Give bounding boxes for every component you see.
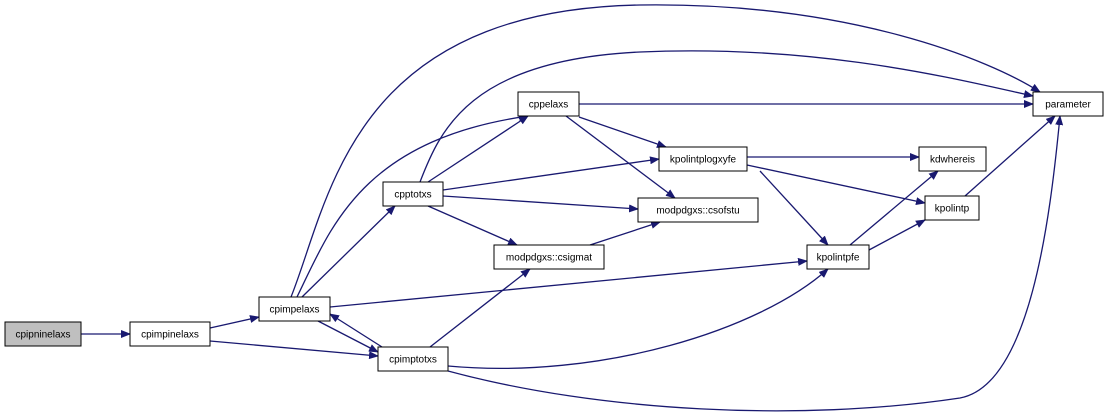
edges-layer (81, 4, 1064, 412)
edge-cpptotxs-to-modpdgxs-csigmat (427, 205, 518, 246)
node-label: cpimpelaxs (269, 305, 319, 316)
edge-kpolintp-to-parameter (964, 115, 1056, 197)
node-label: cpptotxs (394, 190, 431, 201)
edge-cpptotxs-to-parameter (419, 50, 1034, 183)
node-label: kpolintplogxyfe (670, 155, 737, 166)
node-label: cppelaxs (529, 100, 568, 111)
edge-kpolintpfe-to-kdwhereis (849, 170, 939, 246)
edge-modpdgxs-csigmat-to-modpdgxs-csofstu (589, 221, 661, 246)
edge-cpimpinelaxs-to-cpimptotxs (209, 340, 379, 360)
node-box (377, 346, 449, 372)
node-cpimpinelaxs[interactable]: cpimpinelaxs (129, 321, 211, 347)
node-box (258, 296, 331, 322)
edge-cpimptotxs-to-cpimpelaxs (329, 313, 383, 348)
edge-cpimpelaxs-to-cpimptotxs (317, 320, 379, 353)
node-box (658, 146, 748, 172)
edge-cpimptotxs-to-kpolintpfe (447, 268, 829, 369)
edge-cpimpelaxs-to-cppelaxs (296, 113, 529, 298)
edge-cpimpinelaxs-to-cpimpelaxs (209, 315, 260, 329)
nodes-layer: cpipninelaxs cpimpinelaxs cpimpelaxs cpimpt… (4, 91, 1104, 372)
edge-cpimpelaxs-to-cpptotxs (301, 205, 396, 298)
edge-kpolintpfe-to-kpolintp (868, 219, 926, 251)
node-box (637, 197, 759, 223)
node-box (517, 91, 580, 117)
node-kpolintpfe[interactable]: kpolintpfe (806, 244, 870, 270)
edge-cpimptotxs-to-modpdgxs-csigmat (429, 268, 531, 348)
node-label: parameter (1045, 100, 1091, 111)
node-label: cpimpinelaxs (141, 330, 199, 341)
node-cpipninelaxs[interactable]: cpipninelaxs (4, 321, 82, 347)
node-box (924, 195, 980, 221)
edge-cppelaxs-to-modpdgxs-csofstu (565, 115, 676, 199)
node-modpdgxs-csofstu[interactable]: modpdgxs::csofstu (637, 197, 759, 223)
node-label: modpdgxs::csofstu (656, 206, 739, 217)
edge-cpimpelaxs-to-parameter (290, 4, 1041, 298)
node-kpolintp[interactable]: kpolintp (924, 195, 980, 221)
node-label: cpimptotxs (389, 355, 437, 366)
node-cpimpelaxs[interactable]: cpimpelaxs (258, 296, 331, 322)
node-modpdgxs-csigmat[interactable]: modpdgxs::csigmat (493, 244, 605, 270)
node-parameter[interactable]: parameter (1032, 91, 1104, 117)
node-label: cpipninelaxs (15, 330, 70, 341)
node-cppelaxs[interactable]: cppelaxs (517, 91, 580, 117)
edge-kpolintplogxyfe-to-kpolintpfe (759, 170, 829, 246)
edge-kpolintplogxyfe-to-kpolintp (746, 164, 926, 206)
node-label: kpolintp (935, 204, 970, 215)
node-box (806, 244, 870, 270)
edge-cppelaxs-to-kpolintplogxyfe (578, 116, 667, 148)
edge-cpimpelaxs-to-kpolintpfe (329, 257, 808, 308)
edge-cpptotxs-to-cppelaxs (427, 115, 529, 183)
edge-cpimptotxs-to-parameter (447, 115, 1064, 412)
node-box (493, 244, 605, 270)
node-label: kpolintpfe (817, 253, 860, 264)
node-box (918, 146, 987, 172)
node-box (4, 321, 82, 347)
node-cpimptotxs[interactable]: cpimptotxs (377, 346, 449, 372)
node-kpolintplogxyfe[interactable]: kpolintplogxyfe (658, 146, 748, 172)
node-box (382, 181, 444, 207)
node-box (129, 321, 211, 347)
node-kdwhereis[interactable]: kdwhereis (918, 146, 987, 172)
node-box (1032, 91, 1104, 117)
node-cpptotxs[interactable]: cpptotxs (382, 181, 444, 207)
edge-cpptotxs-to-kpolintplogxyfe (442, 156, 660, 191)
node-label: modpdgxs::csigmat (506, 253, 592, 264)
node-label: kdwhereis (930, 155, 975, 166)
edge-cpptotxs-to-modpdgxs-csofstu (442, 195, 639, 213)
